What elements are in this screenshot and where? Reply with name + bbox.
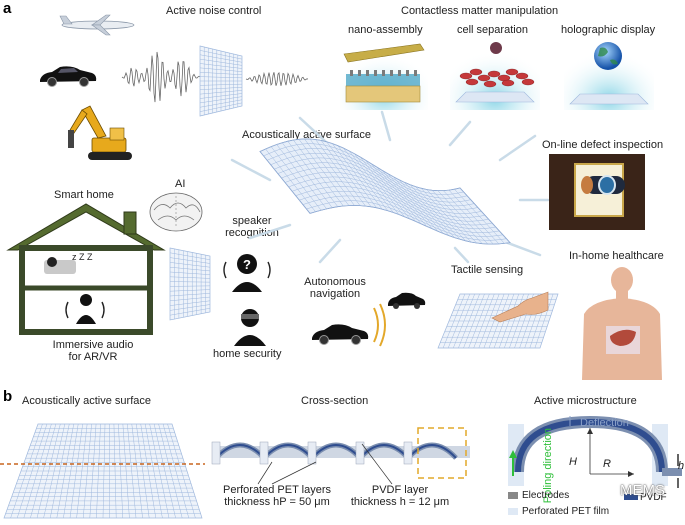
label-immersive-audio: Immersive audio for AR/VR [38,339,148,363]
label-immersive-line2: for AR/VR [68,351,118,363]
label-contactless-manipulation: Contactless matter manipulation [401,5,559,17]
watermark-mems: MEMS [620,482,665,499]
healthcare-body-image [572,266,672,380]
label-speaker-recognition: speaker recognition [222,215,282,239]
autonomous-car-small-icon [388,292,426,309]
label-speaker-line1: speaker [232,215,272,227]
label-autonomous-line1: Autonomous [304,276,366,288]
label-pvdf-line2: thickness h = 12 μm [350,496,450,508]
label-pet-line1: Perforated PET layers [222,484,331,496]
noise-control-mesh [199,45,243,117]
label-pvdf-legend: PVDF [640,492,667,503]
label-home-security: home security [213,348,282,360]
home-mesh-panel [169,247,211,321]
label-R: R [603,458,611,470]
label-b-microstructure-title: Active microstructure [534,395,637,407]
label-immersive-line1: Immersive audio [52,339,134,351]
label-smart-home: Smart home [54,189,114,201]
ai-brain-icon [149,192,203,232]
label-b-surface-title: Acoustically active surface [22,395,151,407]
label-pvdf-layer: PVDF layer thickness h = 12 μm [340,484,460,508]
svg-text:?: ? [243,257,251,272]
car-icon [40,66,97,87]
panel-letter-b: b [3,388,13,405]
label-tactile-sensing: Tactile sensing [451,264,524,276]
label-deflection: Deflection [580,417,629,429]
airplane-icon [59,14,135,36]
label-b-cross-section-title: Cross-section [301,395,369,407]
label-poling-direction: Poling direction [542,428,554,504]
defect-inspection-image [549,154,645,230]
label-acoustically-active-surface: Acoustically active surface [242,129,371,141]
label-electrodes: Electrodes [522,490,570,501]
cross-section-diagram [211,427,470,485]
holographic-display-image [564,36,654,110]
home-security-icon [234,309,266,346]
flat-acoustic-surface [0,423,205,519]
speaker-recognition-icon: ? [223,254,271,292]
label-ai: AI [175,178,186,190]
sound-waves-icon [373,303,386,347]
label-h: h [678,460,685,472]
autonomous-car-icon [312,324,369,345]
label-pvdf-line1: PVDF layer [371,484,429,496]
label-holographic-display: holographic display [561,24,656,36]
noise-waveform-out [245,71,309,86]
microstructure-diagram [508,415,682,515]
acoustic-surface-central [259,138,511,245]
noise-waveform-in [121,51,203,103]
label-nano-assembly: nano-assembly [348,24,423,36]
label-pet-layers: Perforated PET layers thickness hP = 50 … [212,484,342,508]
label-speaker-line2: recognition [225,227,279,239]
panel-letter-a: a [3,0,12,17]
label-autonomous-navigation: Autonomous navigation [300,276,370,300]
pointing-hand-icon [491,291,549,323]
label-online-defect-inspection: On-line defect inspection [542,139,664,151]
label-active-noise-control: Active noise control [166,5,262,17]
label-autonomous-line2: navigation [309,288,361,300]
label-pet-line2: thickness hP = 50 μm [224,496,330,508]
cell-separation-image [450,36,540,110]
label-in-home-healthcare: In-home healthcare [569,250,664,262]
label-cell-separation: cell separation [457,24,528,36]
smart-home-house: z Z Z [6,203,166,335]
label-H: H [569,456,577,468]
excavator-icon [68,105,132,160]
nano-assembly-image [340,40,428,110]
label-pet-film: Perforated PET film [522,506,610,517]
svg-text:z Z Z: z Z Z [72,252,93,262]
